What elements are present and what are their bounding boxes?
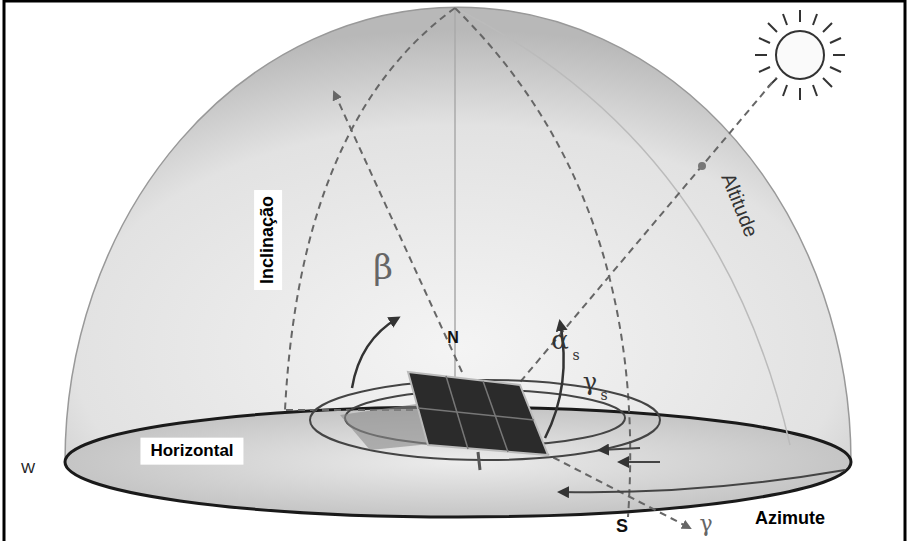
- tilt-label: Inclinação: [254, 190, 282, 290]
- horizontal-label: Horizontal: [140, 438, 243, 465]
- azimuth-symbol: γ: [583, 369, 597, 395]
- altitude-symbol: α: [551, 326, 569, 355]
- tilt-angle-arc: [352, 318, 398, 388]
- subscript: s: [572, 348, 579, 363]
- subscript: s: [600, 388, 607, 403]
- frame-border: [4, 1, 905, 541]
- compass-letter: S: [616, 517, 628, 537]
- tilt-symbol: β: [373, 249, 393, 286]
- compass-letter: W: [21, 460, 35, 477]
- sun-ray: [505, 78, 776, 400]
- zenith-line: [454, 8, 456, 408]
- compass-letter: N: [447, 329, 459, 347]
- ray-dot: [698, 162, 706, 170]
- azimuth-symbol: γ: [699, 512, 712, 536]
- azimuth-label: Azimute: [749, 507, 831, 531]
- tilt-meridian: [285, 8, 455, 410]
- solar-panel: [408, 372, 548, 470]
- azimuth-arcs: [310, 380, 845, 492]
- panel-normal: [334, 92, 462, 372]
- sky-dome: [65, 7, 851, 462]
